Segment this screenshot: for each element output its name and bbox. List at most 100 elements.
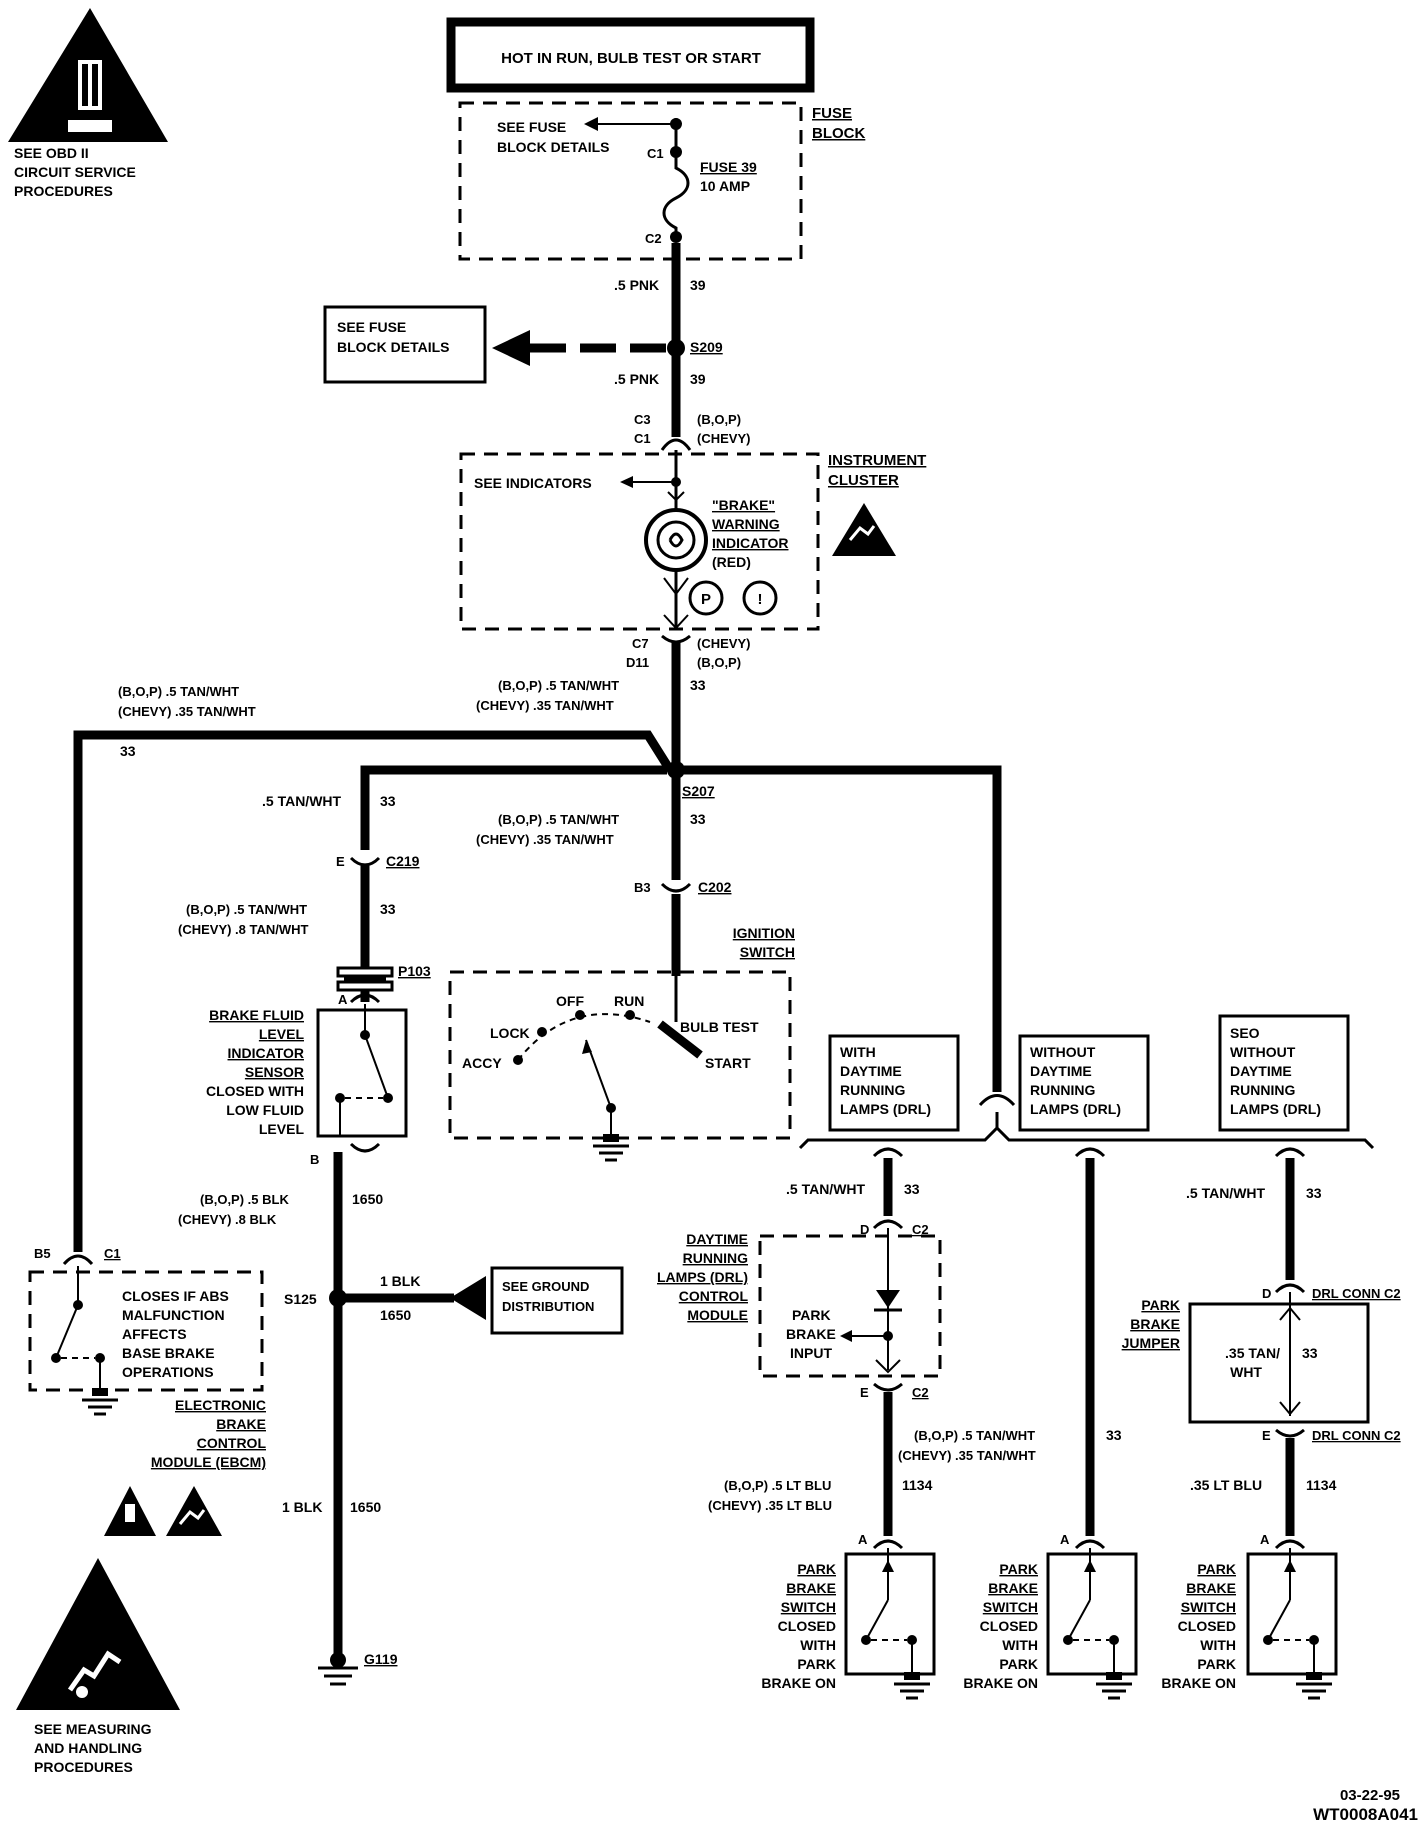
ign-accy: ACCY — [462, 1055, 502, 1071]
with-drl-3: RUNNING — [840, 1082, 905, 1098]
seo-2: WITHOUT — [1230, 1044, 1296, 1060]
ic-out-note-a: (CHEVY) — [697, 636, 750, 651]
without-drl-box — [1018, 1034, 1150, 1132]
drl-module-outline — [758, 1234, 942, 1378]
pbs-nodrl-3: SWITCH — [983, 1599, 1038, 1615]
jumper-label-3: JUMPER — [1122, 1335, 1180, 1351]
fuse-c1-pin — [670, 146, 682, 158]
drl-out-bop: (B,O,P) .5 LT BLU — [724, 1478, 831, 1493]
power-source-label: HOT IN RUN, BULB TEST OR START — [501, 50, 761, 67]
arrow-left-icon — [584, 117, 598, 131]
pbs-drl-7: BRAKE ON — [761, 1675, 836, 1691]
footer-date: 03-22-95 — [1340, 1787, 1400, 1804]
ebcm-name-1: ELECTRONIC — [175, 1397, 266, 1413]
splice-s125-label: S125 — [284, 1291, 317, 1307]
w39a-num: 39 — [690, 277, 706, 293]
esd-sensitive-icon — [832, 503, 896, 556]
brake-warning-lamp-icon — [644, 508, 708, 572]
see-indicators: SEE INDICATORS — [474, 475, 592, 491]
jumper-wire-2: WHT — [1230, 1364, 1262, 1380]
park-brake-jumper-box — [1188, 1302, 1370, 1424]
drl-name-3: LAMPS (DRL) — [657, 1269, 748, 1285]
fluid-pin-a: A — [338, 992, 348, 1007]
fuse-rating: 10 AMP — [700, 178, 750, 194]
cluster-title-2: CLUSTER — [828, 472, 899, 489]
ic-out-conn-a: C7 — [632, 636, 649, 651]
pbs-drl-3: SWITCH — [781, 1599, 836, 1615]
ic-out-note-b: (B,O,P) — [697, 655, 741, 670]
ebcm-note-3: AFFECTS — [122, 1326, 187, 1342]
options-bus — [798, 1125, 1375, 1150]
fluid-label-7: LEVEL — [259, 1121, 305, 1137]
indicator-line1: "BRAKE" — [712, 497, 775, 513]
pbs-seo-7: BRAKE ON — [1161, 1675, 1236, 1691]
splice-s209-label: S209 — [690, 339, 723, 355]
without-drl-4: LAMPS (DRL) — [1030, 1101, 1121, 1117]
wire-crossover — [978, 1094, 1016, 1107]
see-fuse-box — [323, 305, 487, 384]
fluid-label-1: BRAKE FLUID — [209, 1007, 304, 1023]
fuse-symbol — [662, 156, 690, 236]
drl-input-1: PARK — [792, 1307, 831, 1323]
pbs-drl-5: WITH — [800, 1637, 836, 1653]
footer-code: WT0008A041 — [1313, 1805, 1418, 1824]
ground-symbol — [82, 1388, 118, 1416]
ebcm-pin: B5 — [34, 1246, 51, 1261]
ic-output-connector — [661, 634, 691, 644]
pbs-seo-5: WITH — [1200, 1637, 1236, 1653]
pbs-seo-6: PARK — [1197, 1656, 1236, 1672]
fuse-c2-label: C2 — [645, 231, 662, 246]
drl-input-2: BRAKE — [786, 1326, 836, 1342]
fuse-block-title-2: BLOCK — [812, 125, 865, 142]
ground-symbol — [318, 1666, 358, 1686]
w39b-num: 39 — [690, 371, 706, 387]
pbs-nodrl-4: CLOSED — [980, 1618, 1038, 1634]
c33-mid-chevy: (CHEVY) .35 TAN/WHT — [476, 698, 614, 713]
c202-pin: B3 — [634, 880, 651, 895]
jumper-wire-1: .35 TAN/ — [1225, 1345, 1280, 1361]
ign-lock: LOCK — [490, 1025, 530, 1041]
arrow-left-icon — [450, 1276, 486, 1320]
pbs-seo-3: SWITCH — [1181, 1599, 1236, 1615]
ic-conn-note-a: (B,O,P) — [697, 412, 741, 427]
ic-conn-b: C1 — [634, 431, 651, 446]
c219-wire: .5 TAN/WHT — [262, 793, 342, 809]
c33-left-bop: (B,O,P) .5 TAN/WHT — [118, 684, 239, 699]
pbs-seo-1: PARK — [1197, 1561, 1236, 1577]
c33-mid-bop: (B,O,P) .5 TAN/WHT — [498, 678, 619, 693]
w39b-color: .5 PNK — [614, 371, 659, 387]
seo-conn-d: DRL CONN C2 — [1312, 1286, 1401, 1301]
c219-pin: E — [336, 854, 345, 869]
jumper-label-2: BRAKE — [1130, 1316, 1180, 1332]
power-source-box — [446, 17, 815, 93]
see-fuse-line2: BLOCK DETAILS — [337, 339, 450, 355]
without-drl-2: DAYTIME — [1030, 1063, 1092, 1079]
gnd-chevy: (CHEVY) .8 BLK — [178, 1212, 277, 1227]
ground-symbol — [593, 1134, 629, 1162]
drl-name-1: DAYTIME — [686, 1231, 748, 1247]
fluid-label-4: SENSOR — [245, 1064, 304, 1080]
pbs-nodrl-5: WITH — [1002, 1637, 1038, 1653]
ign-start: START — [705, 1055, 751, 1071]
gnd-branch-wire: 1 BLK — [380, 1273, 420, 1289]
seo-1: SEO — [1230, 1025, 1260, 1041]
pbs-nodrl-pin: A — [1060, 1532, 1070, 1547]
c33-left-chevy: (CHEVY) .35 TAN/WHT — [118, 704, 256, 719]
seo-pin-e: E — [1262, 1428, 1271, 1443]
fuse-c1-label: C1 — [647, 146, 664, 161]
park-symbol: P — [701, 591, 711, 608]
ebcm-conn: C1 — [104, 1246, 121, 1261]
c219-num: 33 — [380, 793, 396, 809]
drl-pin-d: D — [860, 1222, 869, 1237]
splice-s207-label: S207 — [682, 783, 715, 799]
gnd-lower-num: 1650 — [350, 1499, 381, 1515]
gnd-num: 1650 — [352, 1191, 383, 1207]
ebcm-outline — [28, 1270, 264, 1392]
ignition-switch-outline — [448, 970, 792, 1140]
arrow-left-icon — [840, 1330, 852, 1342]
pbs-drl-pin: A — [858, 1532, 868, 1547]
ign-accy-contact — [513, 1055, 523, 1065]
pbs-nodrl-1: PARK — [999, 1561, 1038, 1577]
ic-out-conn-b: D11 — [626, 655, 649, 670]
